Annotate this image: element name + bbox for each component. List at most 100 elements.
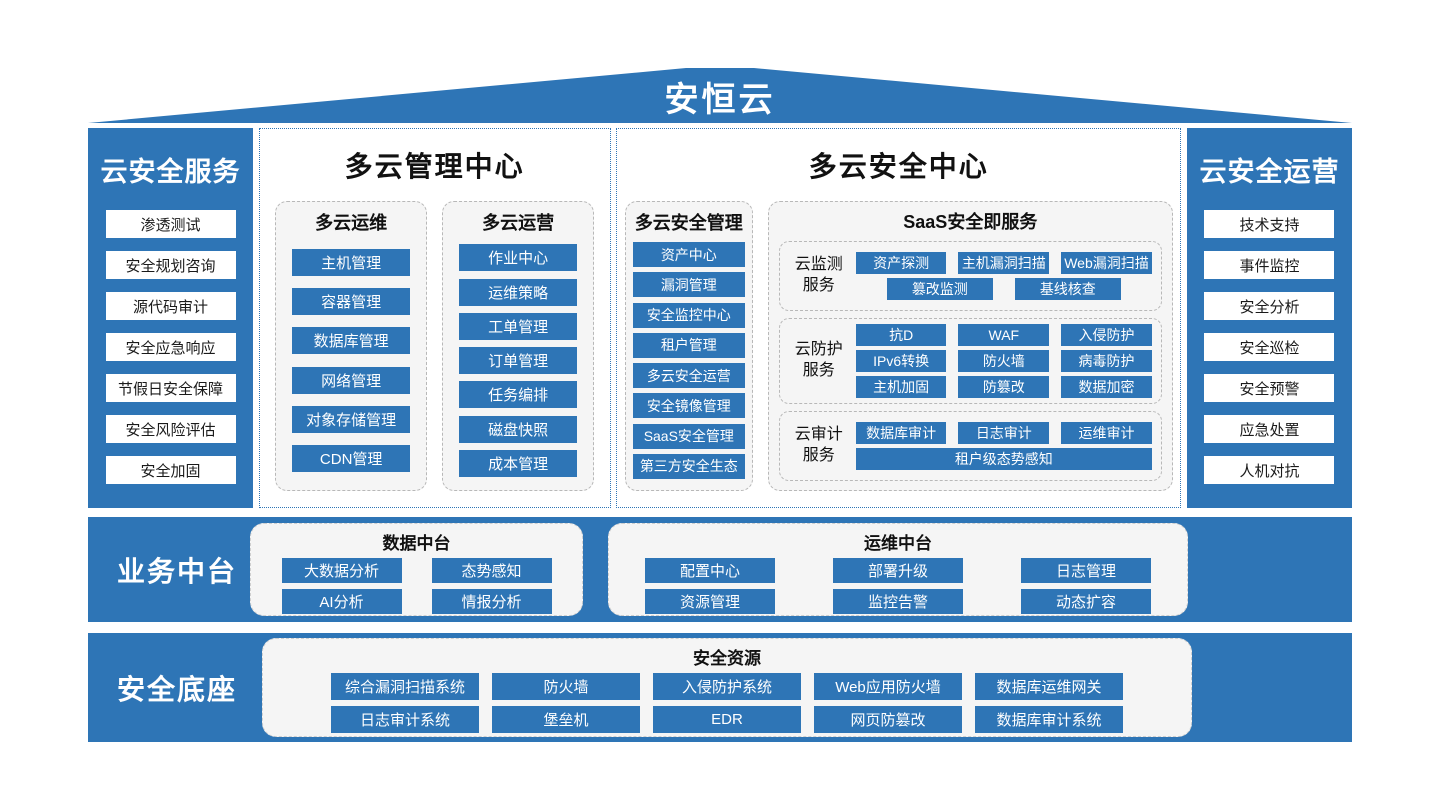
cloud-monitoring-service-subgroup: 云监测服务 资产探测 主机漏洞扫描 Web漏洞扫描 篡改监测 基线核查: [778, 241, 1162, 311]
security-resources-group: 安全资源 综合漏洞扫描系统 防火墙 入侵防护系统 Web应用防火墙 数据库运维网…: [262, 638, 1192, 737]
cloud-security-operations-panel: 云安全运营 技术支持 事件监控 安全分析 安全巡检 安全预警 应急处置 人机对抗: [1186, 128, 1352, 508]
multicloud-security-management-group: 多云安全管理 资产中心 漏洞管理 安全监控中心 租户管理 多云安全运营 安全镜像…: [624, 201, 753, 491]
module-block: 情报分析: [431, 589, 552, 614]
subgroup-rows: 抗D WAF 入侵防护 IPv6转换 防火墙 病毒防护 主机加固: [849, 324, 1152, 398]
module-block: 数据库审计系统: [975, 706, 1123, 733]
main-row: 云安全服务 渗透测试 安全规划咨询 源代码审计 安全应急响应 节假日安全保障 安…: [88, 128, 1352, 508]
module-block: 数据库运维网关: [975, 673, 1123, 700]
module-block: 数据加密: [1061, 376, 1152, 398]
service-item: 渗透测试: [105, 210, 236, 238]
module-block: Web漏洞扫描: [1061, 252, 1152, 274]
module-block: 订单管理: [459, 347, 578, 374]
module-block: 入侵防护系统: [653, 673, 801, 700]
operation-item: 事件监控: [1204, 251, 1335, 279]
module-block: 租户管理: [632, 332, 745, 358]
service-item: 安全加固: [105, 456, 236, 484]
security-base-band: 安全底座 安全资源 综合漏洞扫描系统 防火墙 入侵防护系统 Web应用防火墙 数…: [88, 633, 1352, 742]
security-center-content: 多云安全管理 资产中心 漏洞管理 安全监控中心 租户管理 多云安全运营 安全镜像…: [617, 201, 1180, 491]
group-header: 多云运维: [315, 213, 388, 233]
module-block: 容器管理: [292, 288, 411, 316]
operation-item: 人机对抗: [1204, 456, 1335, 484]
multicloud-om-group: 多云运维 主机管理 容器管理 数据库管理 网络管理 对象存储管理 CDN管理: [275, 201, 428, 491]
module-block: 部署升级: [833, 558, 963, 583]
module-row: 篡改监测 基线核查: [856, 278, 1152, 300]
module-block: 防篡改: [958, 376, 1050, 398]
module-row: IPv6转换 防火墙 病毒防护: [855, 350, 1152, 372]
module-block: 篡改监测: [886, 278, 993, 300]
multicloud-security-center-panel: 多云安全中心 多云安全管理 资产中心 漏洞管理 安全监控中心 租户管理 多云安全…: [616, 128, 1182, 508]
right-panel-title: 云安全运营: [1199, 157, 1340, 187]
subgroup-rows: 数据库审计 日志审计 运维审计 租户级态势感知: [849, 422, 1152, 470]
multicloud-operation-group: 多云运营 作业中心 运维策略 工单管理 订单管理 任务编排 磁盘快照 成本管理: [442, 201, 595, 491]
module-block: CDN管理: [292, 444, 411, 472]
module-block: 态势感知: [431, 558, 552, 583]
roof-shape: [88, 68, 1352, 123]
module-block: 第三方安全生态: [632, 453, 745, 479]
multicloud-management-center-panel: 多云管理中心 多云运维 主机管理 容器管理 数据库管理 网络管理 对象存储管理 …: [258, 128, 611, 508]
subgroup-label: 云监测服务: [794, 256, 843, 294]
module-block: WAF: [958, 324, 1050, 346]
module-block: 日志审计系统: [331, 706, 479, 733]
group-header: 多云运营: [482, 213, 555, 233]
module-block: 安全监控中心: [632, 302, 745, 328]
module-row: 租户级态势感知: [855, 448, 1152, 470]
module-block: 租户级态势感知: [855, 448, 1152, 470]
subgroup-rows: 资产探测 主机漏洞扫描 Web漏洞扫描 篡改监测 基线核查: [849, 252, 1152, 300]
module-block: Web应用防火墙: [814, 673, 962, 700]
module-block: 配置中心: [645, 558, 775, 583]
module-block: 作业中心: [459, 244, 578, 272]
left-panel-title: 云安全服务: [100, 157, 241, 187]
group-items: 资产中心 漏洞管理 安全监控中心 租户管理 多云安全运营 安全镜像管理 SaaS…: [626, 235, 752, 490]
module-block: 病毒防护: [1061, 350, 1152, 372]
module-row: 资产探测 主机漏洞扫描 Web漏洞扫描: [855, 252, 1152, 274]
ops-platform-group: 运维中台 配置中心 部署升级 日志管理 资源管理 监控告警 动态扩容: [608, 523, 1188, 616]
group-grid: 综合漏洞扫描系统 防火墙 入侵防护系统 Web应用防火墙 数据库运维网关 日志审…: [331, 673, 1123, 733]
product-title: 安恒云: [664, 81, 776, 119]
management-center-content: 多云运维 主机管理 容器管理 数据库管理 网络管理 对象存储管理 CDN管理 多…: [260, 201, 610, 491]
module-block: 对象存储管理: [292, 405, 411, 433]
module-block: 监控告警: [833, 589, 963, 614]
roof-banner: 安恒云: [88, 66, 1352, 123]
module-block: 日志审计: [958, 422, 1050, 444]
module-block: 网页防篡改: [814, 706, 962, 733]
module-block: 防火墙: [492, 673, 640, 700]
subgroup-label: 云审计服务: [794, 426, 843, 464]
data-platform-group: 数据中台 大数据分析 态势感知 AI分析 情报分析: [250, 523, 583, 616]
group-grid: 大数据分析 态势感知 AI分析 情报分析: [281, 558, 552, 614]
service-item: 安全风险评估: [105, 415, 236, 443]
module-block: 漏洞管理: [632, 272, 745, 298]
left-panel-items: 渗透测试 安全规划咨询 源代码审计 安全应急响应 节假日安全保障 安全风险评估 …: [105, 210, 236, 484]
cloud-protection-service-subgroup: 云防护服务 抗D WAF 入侵防护 IPv6转换 防火墙 病毒防护: [778, 318, 1162, 404]
module-row: 主机加固 防篡改 数据加密: [855, 376, 1152, 398]
module-block: 大数据分析: [281, 558, 402, 583]
module-block: 网络管理: [292, 366, 411, 394]
service-item: 源代码审计: [105, 292, 236, 320]
module-block: 抗D: [855, 324, 947, 346]
module-block: AI分析: [281, 589, 402, 614]
module-block: 磁盘快照: [459, 415, 578, 443]
service-item: 安全规划咨询: [105, 251, 236, 279]
business-middle-platform-band: 业务中台 数据中台 大数据分析 态势感知 AI分析 情报分析 运维中台 配置中心…: [88, 517, 1352, 622]
module-block: 运维审计: [1061, 422, 1152, 444]
module-row: 抗D WAF 入侵防护: [855, 324, 1152, 346]
module-block: 数据库审计: [855, 422, 947, 444]
module-block: EDR: [653, 706, 801, 733]
module-block: 堡垒机: [492, 706, 640, 733]
service-item: 安全应急响应: [105, 333, 236, 361]
module-block: 数据库管理: [292, 327, 411, 355]
module-block: IPv6转换: [855, 350, 947, 372]
saas-security-service-group: SaaS安全即服务 云监测服务 资产探测 主机漏洞扫描 Web漏洞扫描 篡改监测: [767, 201, 1173, 491]
operation-item: 安全分析: [1204, 292, 1335, 320]
module-block: 成本管理: [459, 449, 578, 477]
module-block: SaaS安全管理: [632, 423, 745, 449]
module-block: 主机管理: [292, 249, 411, 277]
module-block: 动态扩容: [1021, 589, 1151, 614]
module-block: 运维策略: [459, 278, 578, 306]
operation-item: 安全预警: [1204, 374, 1335, 402]
module-block: 防火墙: [958, 350, 1050, 372]
module-row: 数据库审计 日志审计 运维审计: [855, 422, 1152, 444]
module-block: 资产中心: [632, 242, 745, 268]
management-center-title: 多云管理中心: [344, 151, 525, 182]
saas-group-title: SaaS安全即服务: [903, 212, 1038, 232]
